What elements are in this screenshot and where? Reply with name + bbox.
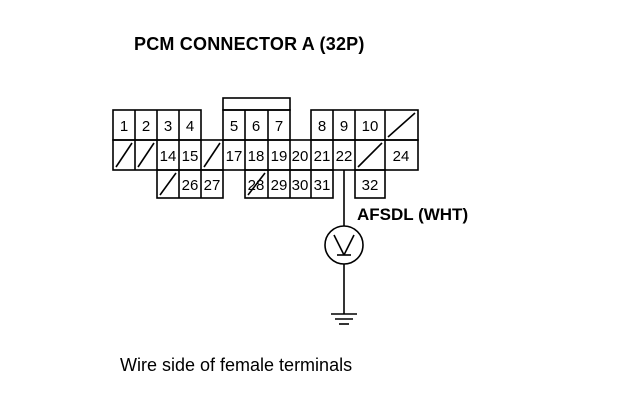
terminal-17: 17 [226,148,243,165]
unused-cavity-mark [137,142,155,168]
unused-cavity-mark [387,112,416,138]
terminal-10: 10 [362,118,379,135]
unused-cavity-mark [203,142,221,168]
connector-title: PCM CONNECTOR A (32P) [134,34,365,54]
unused-cavity-mark [247,172,266,196]
terminal-3: 3 [164,118,172,135]
unused-cavity-mark [357,142,383,168]
terminal-26: 26 [182,177,199,194]
terminal-24: 24 [393,148,410,165]
terminal-5: 5 [230,118,238,135]
terminal-1: 1 [120,118,128,135]
terminal-31: 31 [314,177,331,194]
terminal-7: 7 [275,118,283,135]
terminal-32: 32 [362,177,379,194]
diagram-caption: Wire side of female terminals [120,355,353,375]
unused-cavity-mark [115,142,133,168]
ground-icon [331,313,357,325]
connector-row-3-left [156,169,224,199]
terminal-28: 28 [248,177,265,194]
terminal-21: 21 [314,148,331,165]
terminal-30: 30 [292,177,309,194]
terminal-9: 9 [340,118,348,135]
terminal-22: 22 [336,148,353,165]
terminal-27: 27 [204,177,221,194]
wire-label: AFSDL (WHT) [357,205,469,224]
voltmeter-icon [324,225,364,265]
terminal-2: 2 [142,118,150,135]
terminal-15: 15 [182,148,199,165]
connector-row-3-middle [244,169,334,199]
unused-cavity-mark [159,172,177,196]
connector-latch [222,97,291,111]
connector-row-3-right [354,169,386,199]
terminal-8: 8 [318,118,326,135]
terminal-19: 19 [271,148,288,165]
terminal-29: 29 [271,177,288,194]
terminal-4: 4 [186,118,194,135]
terminal-14: 14 [160,148,177,165]
terminal-20: 20 [292,148,309,165]
terminal-18: 18 [248,148,265,165]
terminal-6: 6 [252,118,260,135]
